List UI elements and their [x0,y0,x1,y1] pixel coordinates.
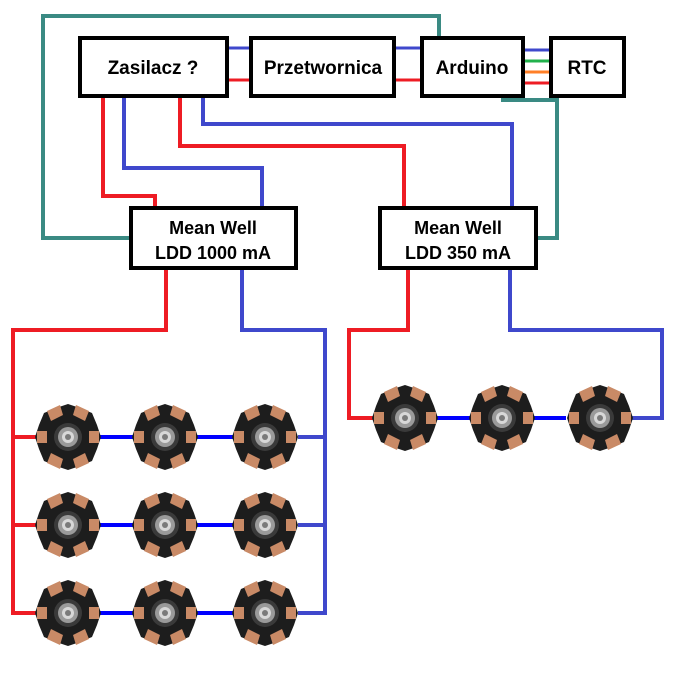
driver-1000ma-line2: LDD 1000 mA [155,243,271,263]
box-zasilacz: Zasilacz ? [78,36,229,98]
star-led-icon [35,580,101,646]
box-rtc: RTC [549,36,626,98]
box-arduino-label: Arduino [436,58,509,79]
box-driver-350ma: Mean Well LDD 350 mA [378,206,538,270]
power-wires [101,96,514,208]
led-chain-350ma [372,385,633,451]
driver-1000ma-line1: Mean Well [169,218,257,238]
star-led-icon [132,404,198,470]
star-led-icon [232,492,298,558]
box-rtc-label: RTC [567,58,606,79]
box-przetwornica: Przetwornica [249,36,396,98]
star-led-icon [567,385,633,451]
signal-wires [41,14,559,240]
star-led-icon [372,385,438,451]
star-led-icon [35,404,101,470]
box-arduino: Arduino [420,36,525,98]
star-led-icon [132,492,198,558]
led-array-1000ma [35,404,298,646]
signal-wire-driver2 [501,95,559,240]
box-przetwornica-label: Przetwornica [264,58,383,79]
star-led-icon [132,580,198,646]
driver-350ma-line2: LDD 350 mA [405,243,511,263]
box-zasilacz-label: Zasilacz ? [108,58,199,79]
bus-wires [227,46,551,85]
array-350ma-wires [347,268,664,420]
star-led-icon [35,492,101,558]
signal-wire-driver1 [41,14,441,240]
star-led-icon [232,404,298,470]
driver-350ma-line1: Mean Well [414,218,502,238]
star-led-icon [469,385,535,451]
box-driver-1000ma: Mean Well LDD 1000 mA [129,206,298,270]
led-links [96,416,566,615]
star-led-icon [232,580,298,646]
